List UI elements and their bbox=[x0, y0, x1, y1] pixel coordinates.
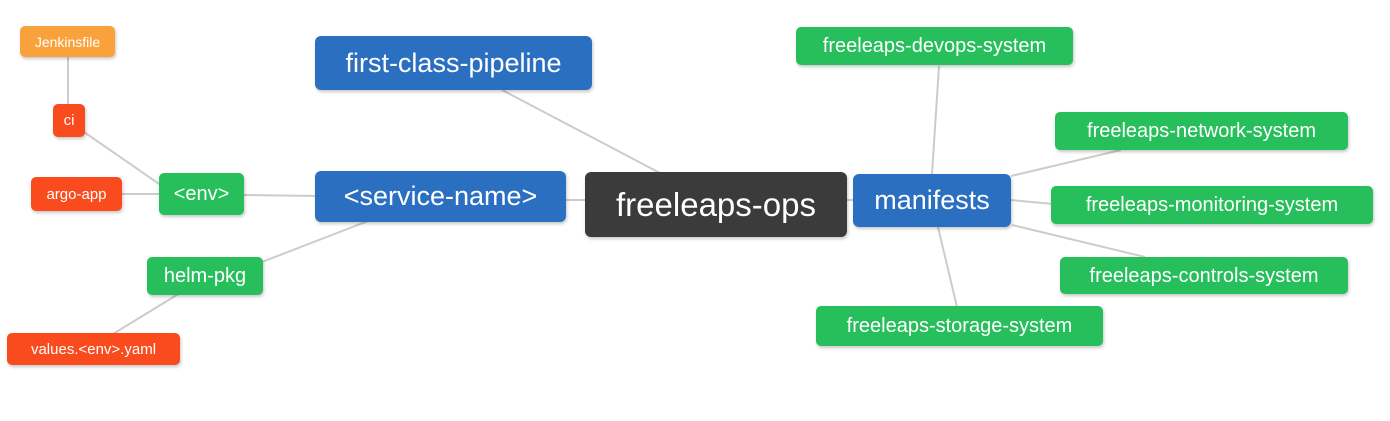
node-freeleaps-devops-system[interactable]: freeleaps-devops-system bbox=[796, 27, 1073, 65]
edge-values-env-yaml-helm-pkg bbox=[112, 292, 181, 335]
node-freeleaps-controls-system[interactable]: freeleaps-controls-system bbox=[1060, 257, 1348, 294]
node-ci[interactable]: ci bbox=[53, 104, 85, 137]
node-freeleaps-monitoring-system[interactable]: freeleaps-monitoring-system bbox=[1051, 186, 1373, 224]
node-freeleaps-network-system[interactable]: freeleaps-network-system bbox=[1055, 112, 1348, 150]
node-jenkinsfile[interactable]: Jenkinsfile bbox=[20, 26, 115, 57]
node-helm-pkg[interactable]: helm-pkg bbox=[147, 257, 263, 295]
edge-manifests-freeleaps-network-system bbox=[1010, 149, 1122, 177]
edge-manifests-freeleaps-controls-system bbox=[1011, 224, 1146, 258]
node-argo-app[interactable]: argo-app bbox=[31, 177, 122, 211]
node-service-name[interactable]: <service-name> bbox=[315, 171, 566, 222]
node-values-env-yaml[interactable]: values.<env>.yaml bbox=[7, 333, 180, 365]
node-manifests[interactable]: manifests bbox=[853, 174, 1011, 227]
node-freeleaps-storage-system[interactable]: freeleaps-storage-system bbox=[816, 306, 1103, 346]
edge-manifests-freeleaps-storage-system bbox=[937, 226, 958, 308]
node-first-class-pipeline[interactable]: first-class-pipeline bbox=[315, 36, 592, 90]
edge-manifests-freeleaps-monitoring-system bbox=[1010, 199, 1054, 205]
edge-first-class-pipeline-freeleaps-ops bbox=[501, 89, 661, 174]
edge-manifests-freeleaps-devops-system bbox=[931, 65, 940, 175]
edge-env-service-name bbox=[243, 194, 319, 197]
node-env[interactable]: <env> bbox=[159, 173, 244, 215]
node-freeleaps-ops[interactable]: freeleaps-ops bbox=[585, 172, 847, 237]
edge-helm-pkg-service-name bbox=[261, 220, 369, 263]
